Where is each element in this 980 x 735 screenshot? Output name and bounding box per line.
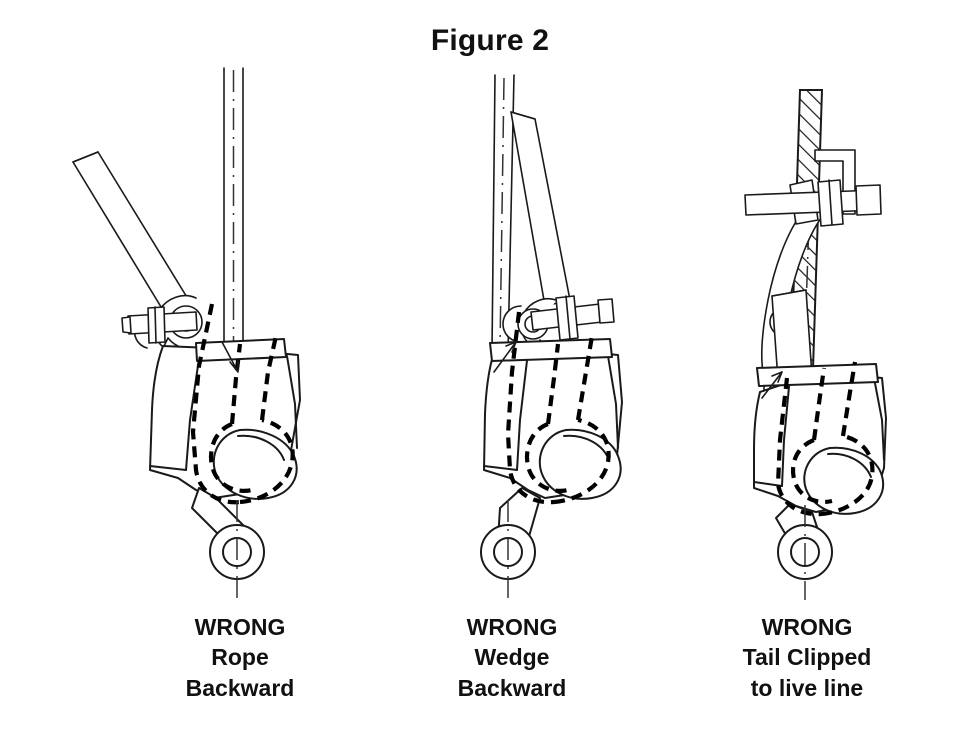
rope-direction-arrow [493,341,517,373]
caption-panel-tail-clipped: WRONG Tail Clipped to live line [672,612,942,703]
caption-line: Backward [185,674,295,701]
panel-tail-clipped-drawing [744,89,887,600]
caption-line: Backward [457,674,567,701]
caption-line: Rope [211,644,269,671]
hidden-rope-path [775,361,875,517]
rope-direction-arrow [761,371,783,399]
caption-line: WRONG [194,614,286,640]
caption-panel-rope-backward: WRONG Rope Backward [120,612,360,703]
caption-line: Wedge [474,644,550,671]
rope-direction-arrow [221,341,239,373]
attachment-eye [209,524,265,580]
caption-panel-wedge-backward: WRONG Wedge Backward [392,612,632,703]
device-body [149,338,301,541]
rope-line [223,67,244,353]
panel-rope-backward-drawing [72,67,301,600]
caption-line: Tail Clipped [742,644,872,671]
handle-lever [510,111,571,307]
rope-centerline [499,77,505,349]
hidden-rope-path [505,311,611,505]
panel-wedge-backward-drawing [480,74,623,600]
caption-line: WRONG [466,614,558,640]
caption-line: to live line [750,674,864,701]
hidden-rope-path [190,303,295,505]
caption-line: WRONG [761,614,853,640]
page-title: Figure 2 [430,24,550,57]
pivot-pin-assembly [744,179,882,227]
